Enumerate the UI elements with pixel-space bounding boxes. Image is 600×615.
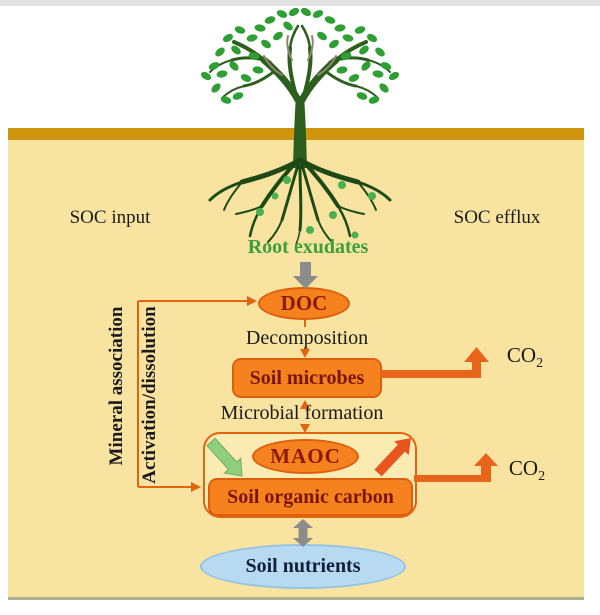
image-top-border: [0, 0, 600, 6]
doc-label: DOC: [280, 291, 328, 315]
tree-branches: [209, 24, 391, 104]
soc-input-label: SOC input: [69, 207, 151, 228]
soil-bottom-edge: [8, 597, 584, 600]
soil-organic-carbon-label: Soil organic carbon: [227, 485, 394, 508]
soil-organic-carbon-node: Soil organic carbon: [208, 478, 413, 516]
maoc-node: MAOC: [252, 439, 359, 474]
co2-upper-label: CO2: [500, 343, 550, 372]
microbial-formation-label: Microbial formation: [220, 402, 384, 424]
tree-roots: [208, 157, 392, 245]
co2-lower-base: CO: [508, 456, 539, 480]
activation-dissolution-label: Activation/dissolution: [139, 306, 160, 484]
soil-nutrients-node: Soil nutrients: [200, 544, 406, 589]
decomposition-label: Decomposition: [245, 327, 369, 349]
soil-microbes-label: Soil microbes: [249, 366, 365, 389]
soil-microbes-node: Soil microbes: [232, 358, 382, 398]
tree-leaves: [200, 7, 400, 104]
soc-efflux-label: SOC efflux: [453, 207, 541, 228]
soil-nutrients-label: Soil nutrients: [245, 555, 361, 577]
tree-illustration: [200, 7, 400, 245]
tree-trunk: [293, 96, 307, 168]
mineral-association-label: Mineral association: [106, 306, 127, 466]
tree-twigs: [263, 35, 337, 76]
co2-lower-subscript: 2: [538, 469, 546, 485]
root-exudate-dots: [256, 176, 376, 239]
doc-node: DOC: [258, 287, 350, 320]
co2-lower-label: CO2: [502, 456, 552, 485]
maoc-label: MAOC: [270, 444, 341, 468]
co2-upper-base: CO: [506, 343, 537, 367]
root-exudates-label: Root exudates: [247, 236, 369, 258]
co2-upper-subscript: 2: [536, 356, 544, 372]
